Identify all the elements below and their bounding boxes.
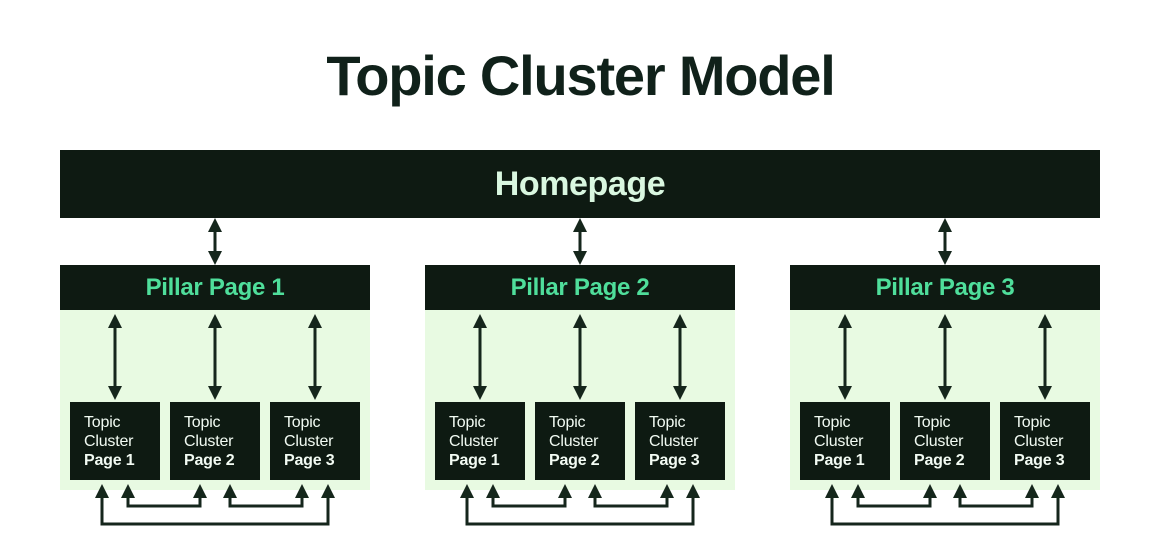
topic-cluster-page-label: Page 1 bbox=[814, 452, 865, 469]
topic-cluster-line1: Topic bbox=[1014, 414, 1051, 431]
topic-cluster-line2: Cluster bbox=[914, 433, 964, 450]
homepage-label: Homepage bbox=[494, 164, 666, 203]
topic-cluster-line2: Cluster bbox=[184, 433, 234, 450]
topic-cluster-node-3-2[interactable]: Topic Cluster Page 2 bbox=[900, 402, 990, 480]
topic-cluster-line1: Topic bbox=[549, 414, 586, 431]
topic-cluster-line1: Topic bbox=[449, 414, 486, 431]
topic-cluster-node-1-2[interactable]: Topic Cluster Page 2 bbox=[170, 402, 260, 480]
pillar-page-label-2: Pillar Page 2 bbox=[510, 273, 650, 301]
pillar-page-node-3[interactable]: Pillar Page 3 bbox=[790, 265, 1100, 310]
connector-pillar-cluster-3-2 bbox=[938, 314, 952, 400]
topic-cluster-page-label: Page 1 bbox=[449, 452, 500, 469]
topic-cluster-line2: Cluster bbox=[1014, 433, 1064, 450]
topic-cluster-line1: Topic bbox=[649, 414, 686, 431]
connector-pillar-cluster-1-3 bbox=[308, 314, 322, 400]
topic-cluster-node-1-3[interactable]: Topic Cluster Page 3 bbox=[270, 402, 360, 480]
topic-cluster-node-2-1[interactable]: Topic Cluster Page 1 bbox=[435, 402, 525, 480]
topic-cluster-page-label: Page 3 bbox=[649, 452, 700, 469]
connector-pillar-cluster-2-2 bbox=[573, 314, 587, 400]
connector-cluster-1-2 bbox=[851, 484, 937, 508]
connector-pillar-cluster-1-2 bbox=[208, 314, 222, 400]
cluster-group-1: Pillar Page 1 bbox=[60, 265, 370, 526]
connector-cluster-1-2 bbox=[121, 484, 207, 508]
connector-pillar-cluster-3-1 bbox=[838, 314, 852, 400]
topic-cluster-line2: Cluster bbox=[649, 433, 699, 450]
pillar-page-label-1: Pillar Page 1 bbox=[145, 273, 285, 301]
cluster-panel-1: Topic Cluster Page 1 Topic Cluster Page … bbox=[60, 310, 370, 526]
topic-cluster-line1: Topic bbox=[284, 414, 321, 431]
topic-cluster-node-2-2[interactable]: Topic Cluster Page 2 bbox=[535, 402, 625, 480]
pillar-page-label-3: Pillar Page 3 bbox=[875, 273, 1015, 301]
topic-cluster-line1: Topic bbox=[184, 414, 221, 431]
cluster-group-2: Pillar Page 2 bbox=[425, 265, 735, 526]
topic-cluster-line1: Topic bbox=[814, 414, 851, 431]
connector-pillar-cluster-2-3 bbox=[673, 314, 687, 400]
topic-cluster-page-label: Page 3 bbox=[284, 452, 335, 469]
connector-cluster-1-3 bbox=[95, 484, 335, 526]
topic-cluster-node-3-3[interactable]: Topic Cluster Page 3 bbox=[1000, 402, 1090, 480]
topic-cluster-node-1-1[interactable]: Topic Cluster Page 1 bbox=[70, 402, 160, 480]
connector-cluster-2-3 bbox=[588, 484, 674, 508]
pillar-page-node-2[interactable]: Pillar Page 2 bbox=[425, 265, 735, 310]
connector-cluster-1-3 bbox=[825, 484, 1065, 526]
topic-cluster-line1: Topic bbox=[914, 414, 951, 431]
topic-cluster-node-3-1[interactable]: Topic Cluster Page 1 bbox=[800, 402, 890, 480]
topic-cluster-page-label: Page 1 bbox=[84, 452, 135, 469]
cluster-panel-3: Topic Cluster Page 1 Topic Cluster Page … bbox=[790, 310, 1100, 526]
topic-cluster-line2: Cluster bbox=[549, 433, 599, 450]
homepage-node[interactable]: Homepage bbox=[60, 150, 1100, 218]
topic-cluster-page-label: Page 2 bbox=[184, 452, 235, 469]
topic-cluster-line2: Cluster bbox=[84, 433, 134, 450]
topic-cluster-node-2-3[interactable]: Topic Cluster Page 3 bbox=[635, 402, 725, 480]
pillar-page-node-1[interactable]: Pillar Page 1 bbox=[60, 265, 370, 310]
cluster-group-3: Pillar Page 3 bbox=[790, 265, 1100, 526]
connector-homepage-pillar-2 bbox=[573, 218, 587, 265]
connector-cluster-2-3 bbox=[953, 484, 1039, 508]
cluster-panel-2: Topic Cluster Page 1 Topic Cluster Page … bbox=[425, 310, 735, 526]
connector-cluster-2-3 bbox=[223, 484, 309, 508]
topic-cluster-page-label: Page 2 bbox=[914, 452, 965, 469]
connector-pillar-cluster-3-3 bbox=[1038, 314, 1052, 400]
connector-pillar-cluster-2-1 bbox=[473, 314, 487, 400]
connector-homepage-pillar-1 bbox=[208, 218, 222, 265]
page-title: Topic Cluster Model bbox=[326, 44, 835, 107]
topic-cluster-page-label: Page 3 bbox=[1014, 452, 1065, 469]
topic-cluster-line2: Cluster bbox=[449, 433, 499, 450]
topic-cluster-line1: Topic bbox=[84, 414, 121, 431]
connector-homepage-pillar-3 bbox=[938, 218, 952, 265]
connector-cluster-1-2 bbox=[486, 484, 572, 508]
topic-cluster-line2: Cluster bbox=[814, 433, 864, 450]
connector-pillar-cluster-1-1 bbox=[108, 314, 122, 400]
connector-cluster-1-3 bbox=[460, 484, 700, 526]
topic-cluster-line2: Cluster bbox=[284, 433, 334, 450]
topic-cluster-page-label: Page 2 bbox=[549, 452, 600, 469]
